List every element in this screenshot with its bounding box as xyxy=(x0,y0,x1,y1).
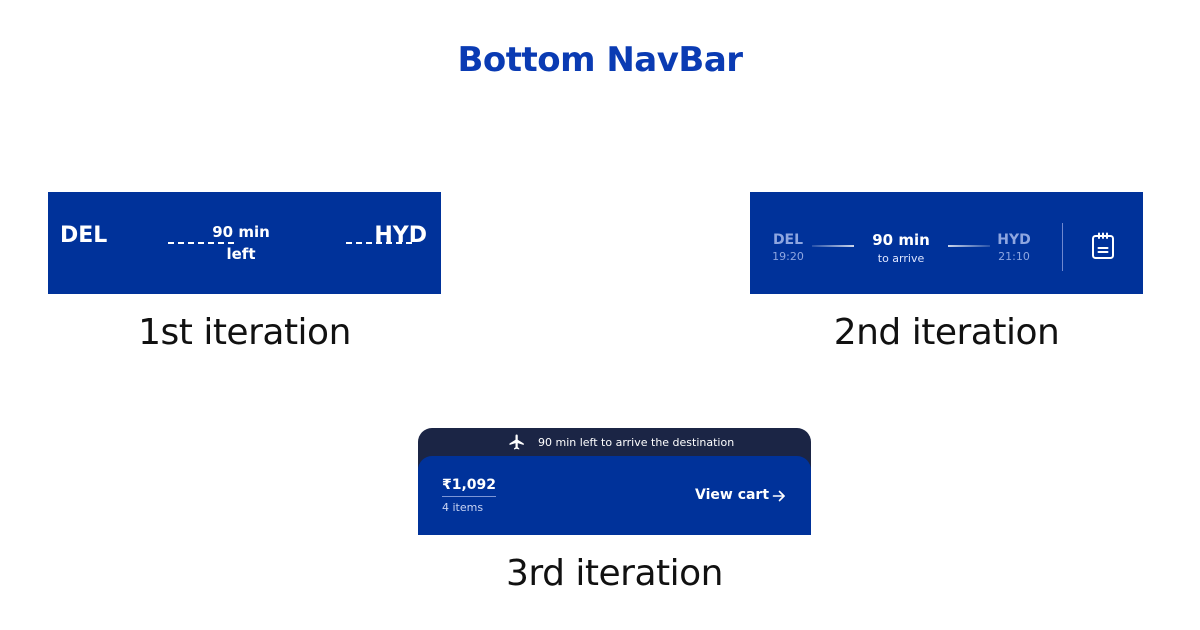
clipboard-icon[interactable] xyxy=(1091,232,1115,260)
caption-iteration-2: 2nd iteration xyxy=(833,312,1060,353)
cart-item-count: 4 items xyxy=(442,501,484,514)
caption-iteration-1: 1st iteration xyxy=(138,312,351,353)
time-remaining: 90 min left xyxy=(203,221,279,265)
time-label: to arrive xyxy=(877,252,925,265)
route-dashes-right xyxy=(346,242,412,244)
destination: HYD 21:10 xyxy=(989,232,1039,263)
airplane-icon xyxy=(509,434,524,450)
arrival-banner: 90 min left to arrive the destination xyxy=(418,428,811,456)
time-value: 90 min xyxy=(872,231,930,249)
arrow-right-icon[interactable] xyxy=(772,489,786,503)
origin-code: DEL xyxy=(60,223,108,248)
banner-text: 90 min left to arrive the destination xyxy=(538,436,735,449)
route-line-right xyxy=(948,245,990,247)
navbar-iteration-1: DEL 90 min left HYD xyxy=(48,192,441,294)
navbar-iteration-3: 90 min left to arrive the destination ₹1… xyxy=(418,428,811,535)
route-line-left xyxy=(812,245,854,247)
destination-code: HYD xyxy=(997,232,1031,248)
cart-panel: ₹1,092 4 items View cart xyxy=(418,456,811,535)
destination-code: HYD xyxy=(374,223,427,248)
origin: DEL 19:20 xyxy=(763,232,813,263)
cart-total: ₹1,092 xyxy=(442,477,497,497)
page-title: Bottom NavBar xyxy=(457,40,743,80)
time-remaining: 90 min to arrive xyxy=(860,231,942,265)
time-value: 90 min xyxy=(212,223,270,241)
route-dashes-left xyxy=(168,242,234,244)
caption-iteration-3: 3rd iteration xyxy=(506,553,723,594)
origin-code: DEL xyxy=(772,232,804,248)
navbar-iteration-2: DEL 19:20 90 min to arrive HYD 21:10 xyxy=(750,192,1143,294)
destination-time: 21:10 xyxy=(998,250,1030,263)
origin-time: 19:20 xyxy=(772,250,804,263)
time-label: left xyxy=(226,245,256,263)
divider xyxy=(1062,223,1063,271)
view-cart-button[interactable]: View cart xyxy=(695,487,770,503)
